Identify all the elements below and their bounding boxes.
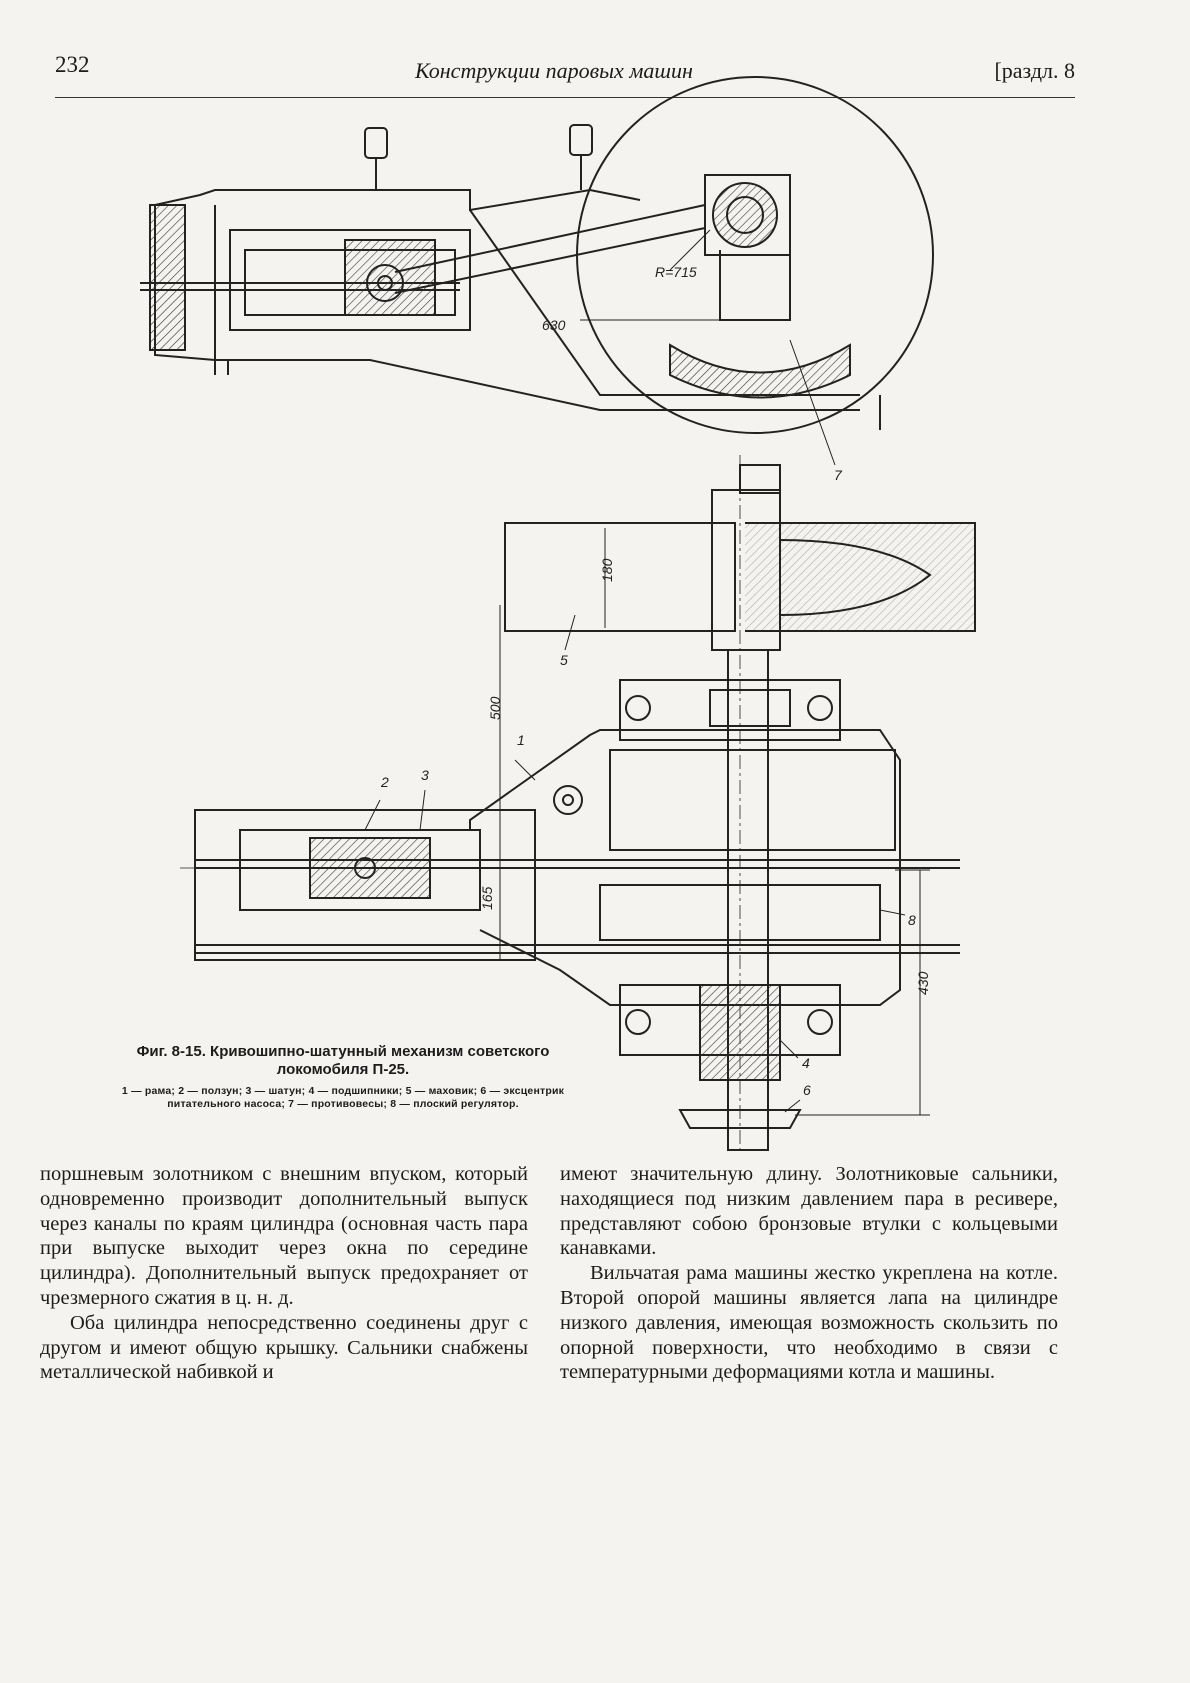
paragraph: имеют значительную длину. Золотниковые с… [560,1163,1058,1260]
side-view [140,76,934,466]
text-column-right: имеют значительную длину. Золотниковые с… [560,1162,1058,1385]
part-1-label: 1 [517,732,525,748]
part-4-label: 4 [802,1055,810,1071]
figure-caption: Фиг. 8-15. Кривошипно-шатунный механизм … [118,1043,568,1111]
dim-165: 165 [479,886,495,910]
dim-180: 180 [599,558,615,582]
dim-430: 430 [915,971,931,995]
dim-630: 630 [542,317,566,333]
paragraph: Вильчатая рама машины жестко укреплена н… [560,1262,1058,1384]
part-6-label: 6 [803,1082,811,1098]
page-number: 232 [55,52,90,77]
header-rule [55,97,1075,98]
part-5-label: 5 [560,652,568,668]
text-column-left: поршневым золотником с внешним впуском, … [40,1162,528,1385]
dim-r715: R=715 [655,264,697,280]
caption-legend: 1 — рама; 2 — ползун; 3 — шатун; 4 — под… [121,1085,565,1110]
section-label: [раздл. 8 [994,58,1075,83]
paragraph: Оба цилиндра непосредственно соединены д… [40,1311,528,1384]
part-8-label: 8 [908,912,916,928]
part-2-label: 2 [380,774,389,790]
caption-title: Фиг. 8-15. Кривошипно-шатунный механизм … [136,1043,550,1078]
part-7-label: 7 [834,467,843,483]
mechanism-drawing: R=715 630 180 500 165 430 1 2 3 4 5 6 7 … [140,76,976,1151]
part-3-label: 3 [421,767,429,783]
dim-500: 500 [487,696,503,720]
page-header: 232 Конструкции паровых машин [раздл. 8 [55,52,1075,92]
plan-view [180,455,976,1151]
running-title: Конструкции паровых машин [415,58,693,83]
paragraph: поршневым золотником с внешним впуском, … [40,1163,528,1309]
